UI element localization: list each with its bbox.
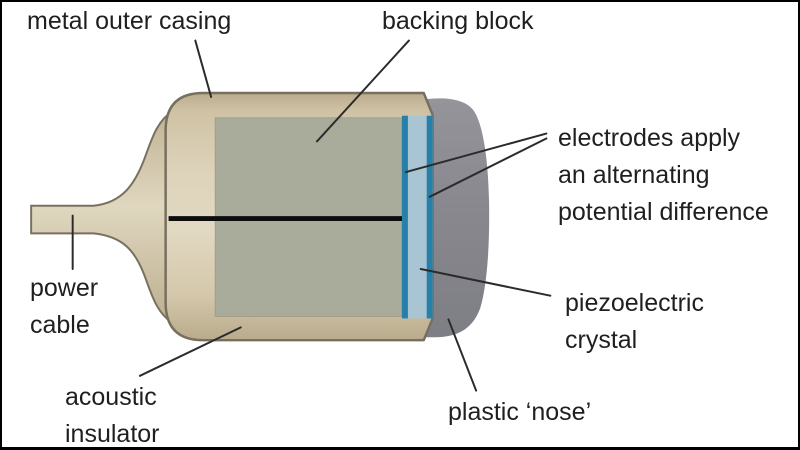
electrode-left-shape bbox=[401, 115, 408, 319]
label-text: piezoelectric bbox=[565, 289, 704, 317]
label-power-cable: power cable bbox=[30, 270, 98, 344]
label-metal-outer-casing: metal outer casing bbox=[27, 3, 231, 40]
label-plastic-nose: plastic ‘nose’ bbox=[448, 394, 591, 431]
label-text: potential difference bbox=[558, 198, 769, 226]
leader-backing-block bbox=[315, 39, 410, 143]
electrode-right-shape bbox=[426, 115, 433, 319]
label-text: metal outer casing bbox=[27, 7, 232, 35]
label-electrodes: electrodes apply an alternating potentia… bbox=[558, 120, 769, 231]
label-text: backing block bbox=[382, 7, 534, 35]
label-text: an alternating bbox=[558, 161, 710, 189]
label-text: acoustic bbox=[65, 383, 157, 411]
label-text: electrodes apply bbox=[558, 124, 741, 152]
label-piezoelectric-crystal: piezoelectric crystal bbox=[565, 285, 704, 359]
label-text: power bbox=[30, 274, 99, 302]
label-text: cable bbox=[30, 311, 90, 339]
leader-electrode-right bbox=[428, 137, 548, 198]
leader-plastic-nose bbox=[447, 318, 478, 392]
leader-electrode-left bbox=[404, 132, 548, 174]
label-text: crystal bbox=[565, 326, 638, 354]
leader-acoustic-insulator bbox=[138, 326, 242, 377]
label-text: plastic ‘nose’ bbox=[448, 398, 592, 426]
label-acoustic-insulator: acoustic insulator bbox=[65, 379, 160, 448]
leader-piezo-crystal bbox=[419, 268, 552, 297]
plastic-nose-shape bbox=[419, 98, 490, 338]
label-backing-block: backing block bbox=[382, 3, 533, 40]
label-text: insulator bbox=[65, 420, 160, 448]
leader-metal-outer-casing bbox=[194, 39, 213, 98]
